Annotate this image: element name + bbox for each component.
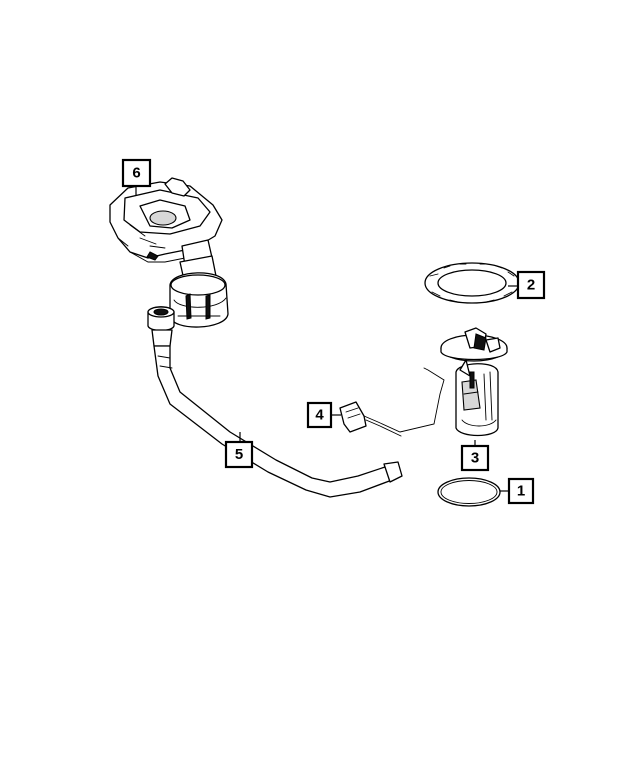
callout-1: 1 <box>507 477 535 505</box>
filler-hose[interactable] <box>147 306 403 498</box>
lock-ring[interactable] <box>424 262 520 304</box>
callout-6-label: 6 <box>132 165 140 182</box>
fuel-pump-seal[interactable] <box>437 477 501 507</box>
callout-5-label: 5 <box>235 446 243 463</box>
callout-5: 5 <box>224 440 254 469</box>
fuel-filler-housing[interactable] <box>109 177 229 328</box>
callout-4: 4 <box>306 401 333 429</box>
fuel-pump-module[interactable] <box>440 327 508 437</box>
callout-1-label: 1 <box>517 483 525 500</box>
callout-2-label: 2 <box>527 277 535 294</box>
callout-3-label: 3 <box>471 450 479 467</box>
callout-6: 6 <box>121 158 152 188</box>
callout-2: 2 <box>516 270 546 300</box>
fuel-level-sensor[interactable] <box>339 367 445 437</box>
callout-4-label: 4 <box>315 407 324 424</box>
callout-3: 3 <box>460 444 490 472</box>
